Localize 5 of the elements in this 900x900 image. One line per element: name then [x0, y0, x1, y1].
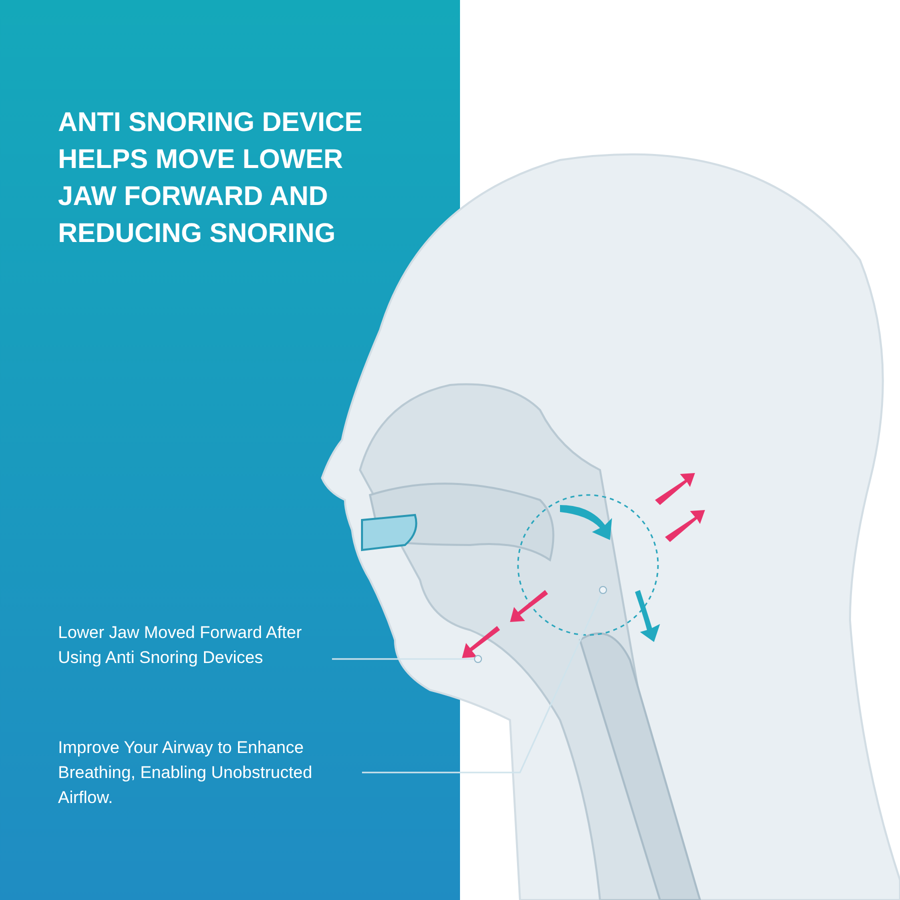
callout-text: Lower Jaw Moved Forward After Using Anti Snoring Devices [58, 620, 328, 670]
leader-line [332, 658, 474, 660]
callout-text: Improve Your Airway to Enhance Breathing, Enabling Unobstructed Airflow. [58, 735, 358, 810]
leader-line [362, 593, 602, 774]
heading: ANTI SNORING DEVICE HELPS MOVE LOWER JAW FORWARD AND REDUCING SNORING [58, 106, 364, 250]
